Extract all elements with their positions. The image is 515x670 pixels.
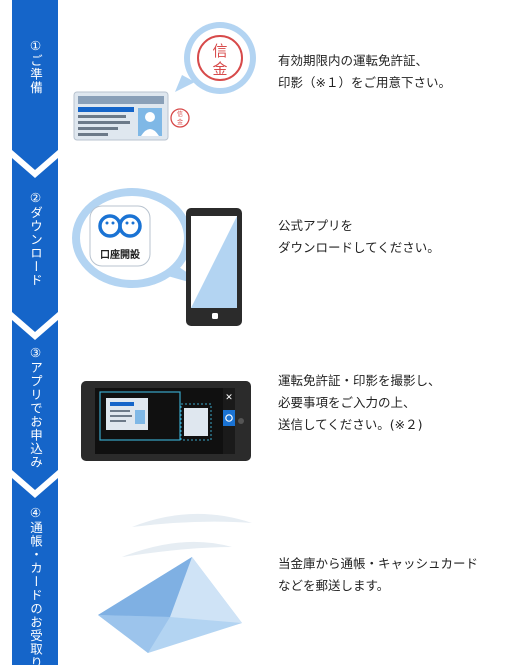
speech-bubble: 信 金	[175, 22, 256, 94]
motion-lines	[122, 513, 252, 557]
svg-text:信: 信	[212, 42, 227, 60]
app-name-label: 口座開設	[100, 248, 141, 261]
step-2-band	[12, 158, 58, 332]
step-1-description: 有効期限内の運転免許証、 印影（※１）をご用意下さい。	[278, 53, 451, 90]
svg-text:金: 金	[177, 118, 183, 126]
envelope-icon	[98, 557, 242, 653]
mail-illustration	[98, 513, 252, 653]
drivers-license-icon	[73, 91, 169, 141]
step-4-label: ④通帳・カードのお受取り	[28, 505, 43, 670]
seal-stamp-icon: 信 金	[197, 35, 243, 81]
step-1-band	[12, 0, 58, 170]
step-4-band	[12, 478, 58, 665]
step-2-description: 公式アプリを ダウンロードしてください。	[278, 218, 440, 255]
step-4-description: 当金庫から通帳・キャッシュカード などを郵送します。	[278, 556, 479, 593]
svg-text:金: 金	[212, 60, 227, 78]
app-capture-illustration: ✕	[81, 381, 251, 461]
step-1-label: ①ご準備	[28, 38, 43, 95]
shutter-icon	[225, 414, 233, 422]
smartphone-icon	[186, 208, 242, 326]
step-2-label: ②ダウンロード	[28, 190, 43, 287]
step-3-description: 運転免許証・印影を撮影し、 必要事項をご入力の上、 送信してください。(※２)	[278, 373, 441, 432]
small-seal-icon: 信 金	[170, 108, 190, 128]
svg-text:信: 信	[177, 110, 183, 118]
app-download-illustration: 口座開設	[72, 188, 242, 326]
license-and-seal-illustration: 信 金 信 金	[73, 22, 256, 141]
step-rail	[12, 0, 58, 665]
step-3-band	[12, 320, 58, 490]
step-3-label: ③アプリでお申込み	[28, 345, 43, 469]
landscape-phone-icon: ✕	[81, 381, 251, 461]
app-logo-icon	[98, 214, 142, 238]
close-icon: ✕	[225, 393, 233, 403]
